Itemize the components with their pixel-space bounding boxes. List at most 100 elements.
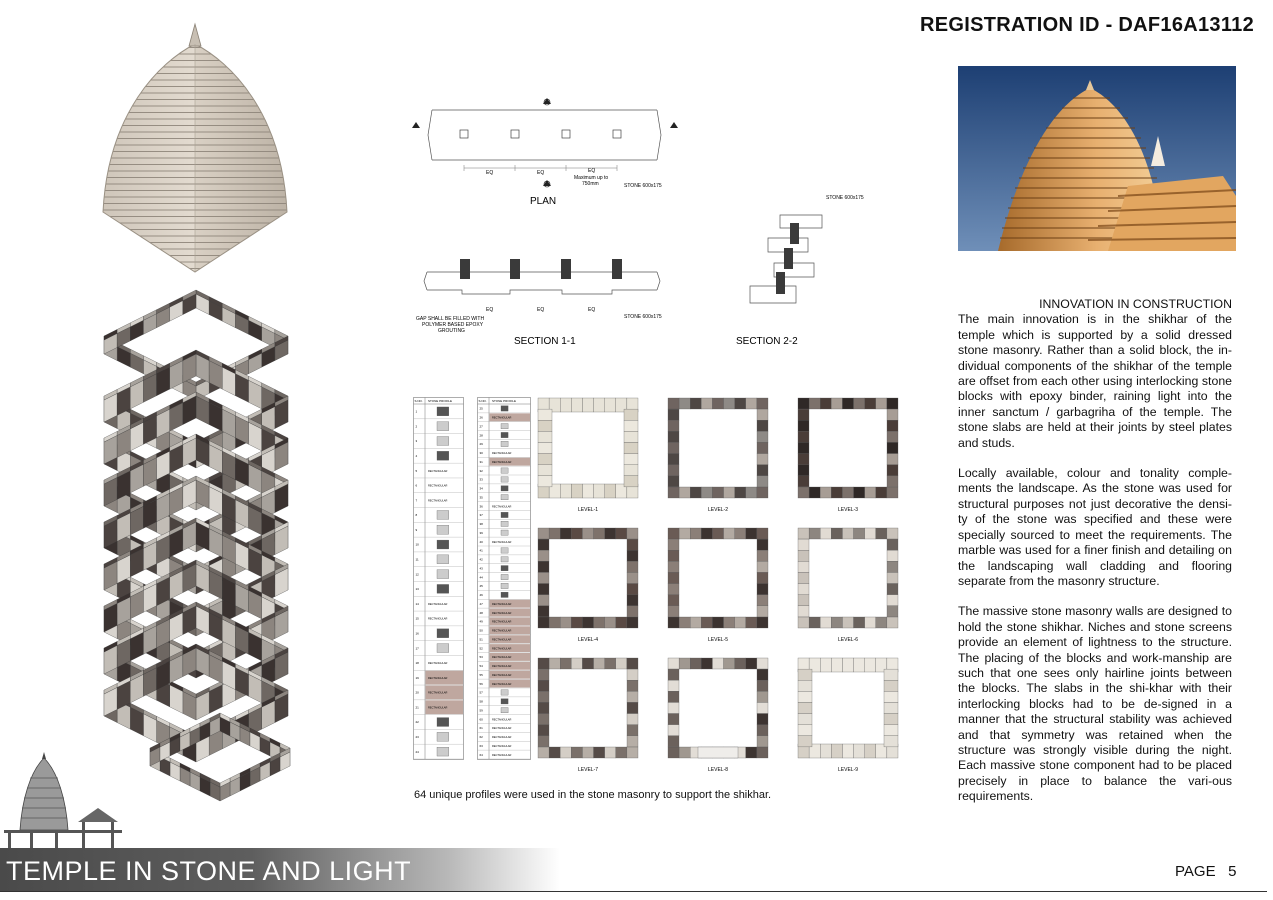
table-row-highlight <box>489 661 530 670</box>
table-row-number: 35 <box>480 495 484 499</box>
table-row-rectangular-label: RECTANGULAR <box>428 484 448 488</box>
table-row-profile-shape <box>500 432 509 438</box>
page-indicator: PAGE 5 <box>1175 863 1236 880</box>
table-row-number: 38 <box>480 522 484 526</box>
table-row-rectangular-label: RECTANGULAR <box>492 504 512 508</box>
table-row-profile-shape <box>500 467 509 474</box>
table-row-number: 49 <box>480 620 484 624</box>
section11-eq-3: EQ <box>588 307 595 313</box>
table-row-number: 54 <box>480 664 484 668</box>
table-left-header-no: S.NO. <box>415 399 423 403</box>
table-row-number: 18 <box>416 661 420 665</box>
table-row-rectangular-label: RECTANGULAR <box>492 629 512 633</box>
table-row-profile-shape <box>500 405 509 412</box>
table-row-rectangular-label: RECTANGULAR <box>428 602 448 606</box>
level-plan <box>667 397 769 499</box>
table-row-profile-shape <box>436 451 449 461</box>
level-label: LEVEL-1 <box>578 507 598 513</box>
table-row-number: 22 <box>416 720 420 724</box>
table-row-rectangular-label: RECTANGULAR <box>428 469 448 473</box>
table-row-number: 41 <box>480 549 484 553</box>
table-row-rectangular-label: RECTANGULAR <box>492 637 512 641</box>
table-row-number: 44 <box>480 575 484 579</box>
table-row-number: 45 <box>480 584 484 588</box>
table-row-profile-shape <box>436 525 449 535</box>
section-1-1-title: SECTION 1-1 <box>514 336 576 347</box>
table-row-number: 47 <box>480 602 484 606</box>
table-row-number: 25 <box>480 407 484 411</box>
table-row-number: 51 <box>480 637 484 641</box>
table-row-highlight <box>489 626 530 635</box>
page-number: 5 <box>1228 863 1237 880</box>
table-row-number: 4 <box>416 454 418 458</box>
table-row-rectangular-label: RECTANGULAR <box>492 664 512 668</box>
table-row-rectangular-label: RECTANGULAR <box>492 540 512 544</box>
table-right-header-profile: STONE PROFILE <box>492 399 516 403</box>
table-row-number: 33 <box>480 478 484 482</box>
table-row-profile-shape <box>436 747 449 757</box>
level-label: LEVEL-9 <box>838 767 858 773</box>
section-2-2-title: SECTION 2-2 <box>736 336 798 347</box>
table-row-profile-shape <box>500 423 509 429</box>
table-row-profile-shape <box>500 556 509 563</box>
table-row-rectangular-label: RECTANGULAR <box>492 451 512 455</box>
table-row-profile-shape <box>500 565 509 571</box>
table-row-number: 11 <box>416 558 419 562</box>
innovation-heading: INNOVATION IN CONSTRUCTION <box>1039 297 1232 311</box>
table-row-number: 62 <box>480 735 484 739</box>
table-row-highlight <box>489 635 530 644</box>
table-row-number: 52 <box>480 646 484 650</box>
section11-eq-1: EQ <box>486 307 493 313</box>
table-row-highlight <box>425 670 463 685</box>
table-row-number: 32 <box>480 469 484 473</box>
table-row-number: 58 <box>480 700 484 704</box>
table-row-rectangular-label: RECTANGULAR <box>492 620 512 624</box>
table-row-highlight <box>489 413 530 422</box>
table-row-rectangular-label: RECTANGULAR <box>428 705 448 709</box>
profiles-caption: 64 unique profiles were used in the ston… <box>414 789 772 801</box>
table-row-number: 15 <box>416 617 420 621</box>
table-row-number: 59 <box>480 708 484 712</box>
shikhar-isometric-render <box>102 22 288 273</box>
table-row-number: 16 <box>416 631 420 635</box>
table-row-profile-shape <box>436 628 449 638</box>
table-row-profile-shape <box>500 521 509 527</box>
table-row-rectangular-label: RECTANGULAR <box>428 661 448 665</box>
level-plan <box>537 397 639 499</box>
plan-drawing: EQ EQ EQ Maximum up to 750mm STONE 600x1… <box>412 98 678 207</box>
plan-max-note-1: Maximum up to <box>574 175 608 181</box>
table-row-number: 24 <box>416 750 420 754</box>
table-row-number: 31 <box>480 460 484 464</box>
table-row-number: 29 <box>480 442 484 446</box>
table-row-number: 55 <box>480 673 484 677</box>
table-row-highlight <box>489 457 530 466</box>
table-row-number: 42 <box>480 558 484 562</box>
table-row-number: 57 <box>480 691 484 695</box>
level-plan <box>797 397 899 499</box>
table-row-number: 61 <box>480 726 484 730</box>
level-label: LEVEL-7 <box>578 767 598 773</box>
table-row-highlight <box>489 679 530 688</box>
plan-eq-1: EQ <box>486 170 493 176</box>
table-row-rectangular-label: RECTANGULAR <box>492 655 512 659</box>
table-row-number: 9 <box>416 528 418 532</box>
table-row-profile-shape <box>436 569 449 579</box>
innovation-text-block: INNOVATION IN CONSTRUCTION The main inno… <box>958 297 1232 820</box>
table-row-number: 36 <box>480 504 484 508</box>
table-row-number: 26 <box>480 416 484 420</box>
masonry-layer <box>149 712 291 802</box>
level-label: LEVEL-8 <box>708 767 728 773</box>
table-row-profile-shape <box>436 717 449 727</box>
table-row-rectangular-label: RECTANGULAR <box>492 673 512 677</box>
table-row-number: 19 <box>416 676 420 680</box>
plan-title: PLAN <box>530 196 556 207</box>
table-row-number: 28 <box>480 433 484 437</box>
stone-profiles-table: S.NO. STONE PROFILE S.NO. STONE PROFILE … <box>413 397 531 760</box>
table-row-number: 17 <box>416 646 420 650</box>
table-row-rectangular-label: RECTANGULAR <box>492 717 512 721</box>
footer-title: TEMPLE IN STONE AND LIGHT <box>6 856 412 886</box>
table-row-number: 10 <box>416 543 420 547</box>
table-row-number: 27 <box>480 424 484 428</box>
table-row-profile-shape <box>436 643 449 653</box>
table-row-rectangular-label: RECTANGULAR <box>492 416 512 420</box>
